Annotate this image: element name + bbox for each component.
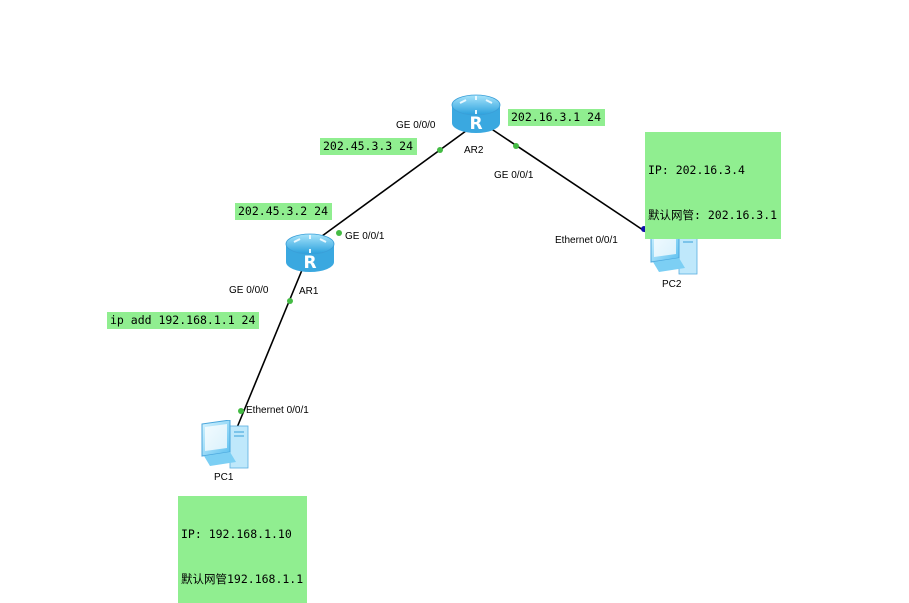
port-dot-pc1-eth[interactable] — [238, 408, 244, 414]
port-label-ar2-ge001: GE 0/0/1 — [494, 170, 534, 181]
router-ar2-name: AR2 — [464, 145, 484, 156]
note-pc2-config[interactable]: IP: 202.16.3.4 默认网管: 202.16.3.1 — [645, 132, 782, 239]
svg-text:R: R — [303, 253, 316, 273]
router-ar2[interactable]: R — [450, 93, 502, 137]
port-dot-ar1-ge000[interactable] — [287, 298, 293, 304]
note-ar1-ge001-ip[interactable]: 202.45.3.2 24 — [235, 203, 333, 220]
link-ar1-pc1[interactable] — [235, 269, 303, 431]
pc1[interactable] — [196, 420, 252, 470]
note-pc1-gateway: 默认网管192.168.1.1 — [181, 572, 304, 586]
note-pc2-gateway: 默认网管: 202.16.3.1 — [648, 208, 778, 222]
note-ar2-ge001-ip[interactable]: 202.16.3.1 24 — [508, 109, 606, 126]
router-icon: R — [451, 94, 501, 134]
port-label-ar2-ge000: GE 0/0/0 — [396, 120, 436, 131]
port-label-ar1-ge001: GE 0/0/1 — [345, 231, 385, 242]
pc1-name: PC1 — [214, 472, 234, 483]
pc-icon — [201, 420, 249, 469]
topology-links — [235, 127, 659, 431]
port-label-pc2-eth: Ethernet 0/0/1 — [555, 235, 618, 246]
port-dot-ar2-ge000[interactable] — [437, 147, 443, 153]
link-ar1-ar2[interactable] — [306, 127, 471, 248]
svg-text:R: R — [469, 114, 482, 134]
port-label-pc1-eth: Ethernet 0/0/1 — [246, 405, 309, 416]
port-dot-ar1-ge001[interactable] — [336, 230, 342, 236]
note-ar2-ge000-ip[interactable]: 202.45.3.3 24 — [320, 138, 418, 155]
port-label-ar1-ge000: GE 0/0/0 — [229, 285, 269, 296]
note-pc2-ip: IP: 202.16.3.4 — [648, 163, 745, 177]
pc2-name: PC2 — [662, 279, 682, 290]
port-dot-ar2-ge001[interactable] — [513, 143, 519, 149]
note-pc1-ip: IP: 192.168.1.10 — [181, 527, 292, 541]
router-ar1-name: AR1 — [299, 286, 319, 297]
note-ar1-ge000-ip[interactable]: ip add 192.168.1.1 24 — [107, 312, 260, 329]
note-pc1-config[interactable]: IP: 192.168.1.10 默认网管192.168.1.1 — [178, 496, 308, 603]
router-ar1[interactable]: R — [284, 232, 336, 276]
router-icon: R — [285, 233, 335, 273]
